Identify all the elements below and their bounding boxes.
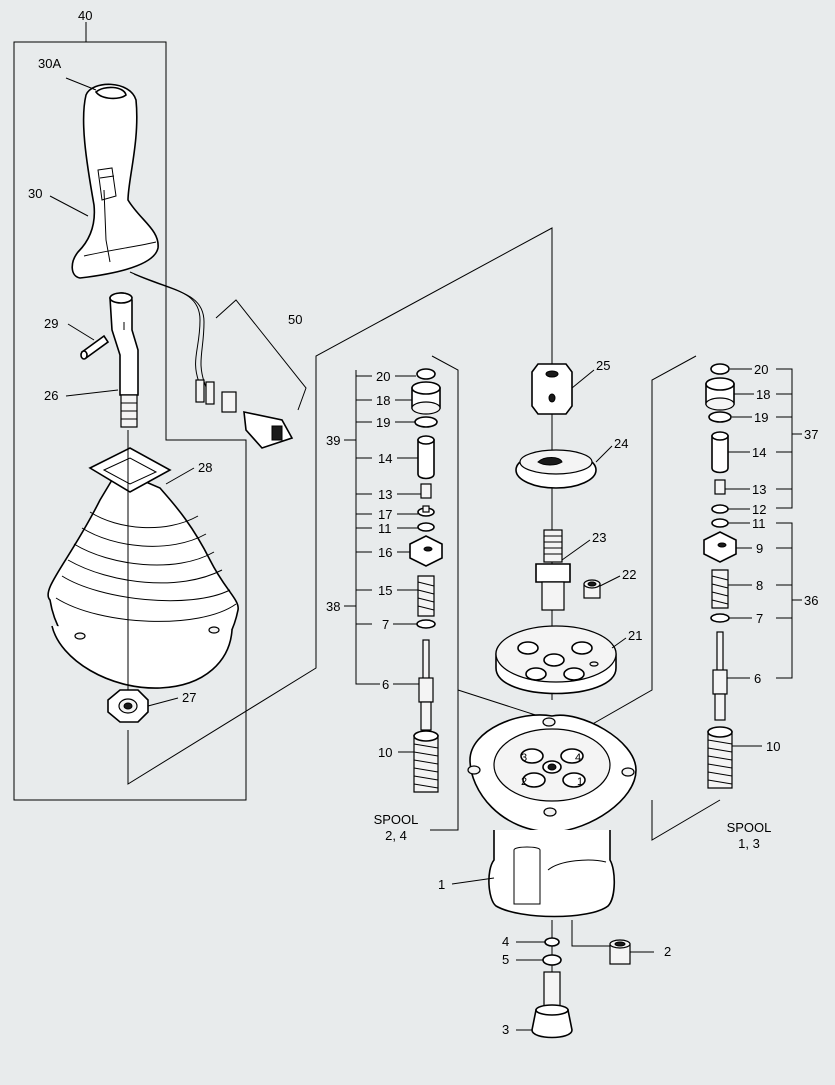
port-number-1: 1 [577, 776, 583, 788]
callout-3: 3 [502, 1022, 509, 1037]
bracket-37-36 [725, 368, 802, 747]
port-number-4: 4 [575, 752, 581, 764]
callout-20-left: 20 [376, 369, 390, 384]
callout-11-right: 11 [752, 516, 766, 531]
callout-18-left: 18 [376, 393, 390, 408]
callout-21: 21 [628, 628, 642, 643]
callout-6-right: 6 [754, 671, 761, 686]
callout-13-left: 13 [378, 487, 392, 502]
callout-29: 29 [44, 316, 58, 331]
callout-36: 36 [804, 593, 818, 608]
left-spool-stack [409, 368, 443, 793]
callout-labels: 40 30A 30 29 26 28 27 50 20 18 19 39 14 … [28, 8, 818, 1037]
center-stack [467, 363, 637, 1039]
callout-16: 16 [378, 545, 392, 560]
callout-50: 50 [288, 312, 302, 327]
center-leaders [49, 77, 654, 1031]
callout-2: 2 [664, 944, 671, 959]
callout-5: 5 [502, 952, 509, 967]
callout-15: 15 [378, 583, 392, 598]
callout-9: 9 [756, 541, 763, 556]
callout-28: 28 [198, 460, 212, 475]
lever-shaft-26 [109, 292, 139, 428]
callout-40: 40 [78, 8, 92, 23]
callout-11-left: 11 [378, 521, 392, 536]
callout-30: 30 [28, 186, 42, 201]
callout-17: 17 [378, 507, 392, 522]
callout-10-right: 10 [766, 739, 780, 754]
port-number-3: 3 [521, 752, 527, 764]
callout-27: 27 [182, 690, 196, 705]
callout-14-left: 14 [378, 451, 392, 466]
callout-1: 1 [438, 877, 445, 892]
callout-38: 38 [326, 599, 340, 614]
nut-27 [107, 689, 149, 723]
pin-29 [80, 334, 110, 360]
joystick-grip-30 [71, 83, 294, 449]
callout-7-right: 7 [756, 611, 763, 626]
callout-19-right: 19 [754, 410, 768, 425]
spool-left-line1: SPOOL [374, 812, 419, 827]
callout-14-right: 14 [752, 445, 766, 460]
spool-right-line1: SPOOL [727, 820, 772, 835]
callout-30A: 30A [38, 56, 61, 71]
spool-right-line2: 1, 3 [738, 836, 760, 851]
rubber-boot-28 [47, 447, 239, 689]
spool-left-line2: 2, 4 [385, 828, 407, 843]
callout-39: 39 [326, 433, 340, 448]
callout-37: 37 [804, 427, 818, 442]
callout-10-left: 10 [378, 745, 392, 760]
bracket-39-38 [344, 370, 421, 753]
callout-26: 26 [44, 388, 58, 403]
callout-20-right: 20 [754, 362, 768, 377]
right-spool-stack [703, 363, 737, 789]
group-40-frame [13, 22, 247, 801]
callout-23: 23 [592, 530, 606, 545]
callout-4: 4 [502, 934, 509, 949]
callout-22: 22 [622, 567, 636, 582]
callout-18-right: 18 [756, 387, 770, 402]
callout-24: 24 [614, 436, 628, 451]
callout-25: 25 [596, 358, 610, 373]
callout-12: 12 [752, 502, 766, 517]
callout-13-right: 13 [752, 482, 766, 497]
callout-19-left: 19 [376, 415, 390, 430]
callout-7-left: 7 [382, 617, 389, 632]
callout-8: 8 [756, 578, 763, 593]
port-number-2: 2 [521, 776, 527, 788]
callout-6-left: 6 [382, 677, 389, 692]
